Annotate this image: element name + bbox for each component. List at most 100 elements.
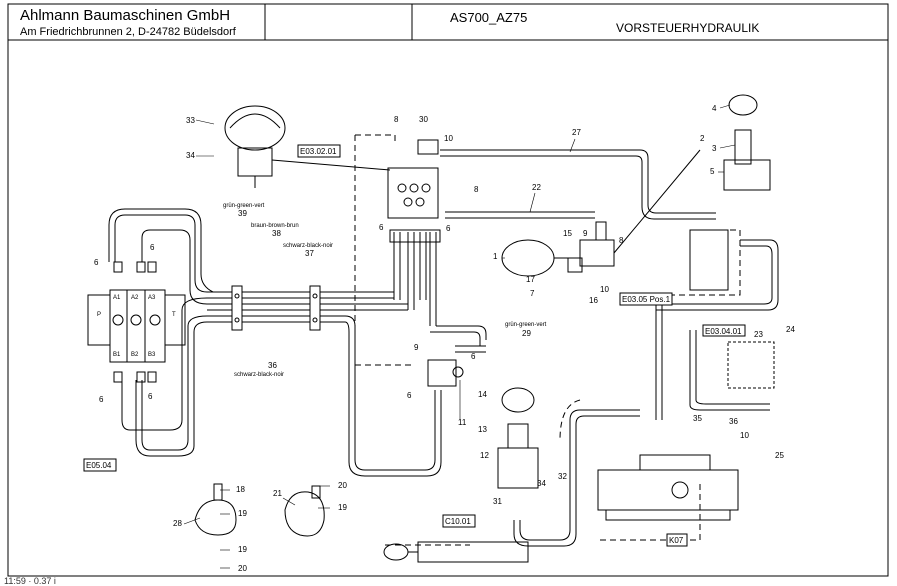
label-schwarz-top: schwarz-black-noir bbox=[283, 243, 333, 249]
callout-29: 29 bbox=[522, 329, 531, 338]
drawing-frame bbox=[7, 3, 889, 577]
callout-numbers: 1 2 3 4 5 6 6 6 6 6 6 6 6 7 8 8 8 9 9 10… bbox=[94, 104, 795, 573]
callout-27: 27 bbox=[572, 128, 581, 137]
callout-10b: 10 bbox=[600, 285, 609, 294]
model-number: AS700_AZ75 bbox=[450, 10, 528, 25]
callout-17: 17 bbox=[526, 275, 535, 284]
port-t: T bbox=[172, 312, 176, 318]
callout-6c: 6 bbox=[99, 395, 104, 404]
callout-35: 35 bbox=[693, 414, 702, 423]
port-a3: A3 bbox=[148, 295, 156, 301]
callout-32: 32 bbox=[558, 472, 567, 481]
callout-8b: 8 bbox=[474, 185, 479, 194]
valve-assembly-2 bbox=[567, 149, 701, 273]
ref-e0302: E03.02.01 bbox=[300, 147, 337, 156]
callout-6a: 6 bbox=[150, 243, 155, 252]
label-schwarz-bottom: schwarz-black-noir bbox=[234, 372, 284, 378]
clamp-part-28 bbox=[194, 483, 237, 536]
callout-36a: 36 bbox=[268, 361, 277, 370]
callout-33: 33 bbox=[186, 116, 195, 125]
callout-19a: 19 bbox=[238, 509, 247, 518]
k07-machine bbox=[597, 454, 739, 521]
clamp-part-21 bbox=[284, 485, 325, 537]
callout-6d: 6 bbox=[148, 392, 153, 401]
leader-lines bbox=[183, 104, 736, 569]
callout-10c: 10 bbox=[740, 431, 749, 440]
callout-6g: 6 bbox=[471, 352, 476, 361]
callout-14: 14 bbox=[478, 390, 487, 399]
valve-block-9 bbox=[427, 359, 464, 387]
e0304-block bbox=[727, 341, 775, 389]
callout-37: 37 bbox=[305, 249, 314, 258]
company-address: Am Friedrichbrunnen 2, D-24782 Büdelsdor… bbox=[20, 26, 236, 38]
callout-12: 12 bbox=[480, 451, 489, 460]
port-p: P bbox=[97, 312, 101, 318]
callout-6f: 6 bbox=[446, 224, 451, 233]
callout-20a: 20 bbox=[238, 564, 247, 573]
callout-20b: 20 bbox=[338, 481, 347, 490]
label-braun: braun-brown-brun bbox=[251, 223, 299, 229]
cylinder-c1001 bbox=[383, 541, 529, 563]
port-b2: B2 bbox=[131, 352, 139, 358]
callout-34a: 34 bbox=[186, 151, 195, 160]
e0305-block bbox=[689, 229, 729, 291]
callout-36b: 36 bbox=[729, 417, 738, 426]
callout-39: 39 bbox=[238, 209, 247, 218]
callout-7: 7 bbox=[530, 289, 535, 298]
reference-boxes: E03.02.01 E03.05 Pos.1 E03.04.01 E05.04 … bbox=[83, 144, 746, 547]
solenoid-valve-bottom bbox=[497, 387, 539, 489]
callout-9a: 9 bbox=[414, 343, 419, 352]
pilot-lines-dashed bbox=[354, 134, 741, 546]
valve-port-labels: A1 A2 A3 B1 B2 B3 P T bbox=[97, 295, 176, 358]
callout-30: 30 bbox=[419, 115, 428, 124]
callout-11: 11 bbox=[458, 418, 467, 427]
callout-23: 23 bbox=[754, 330, 763, 339]
hose-color-labels: grün-green-vert braun-brown-brun schwarz… bbox=[223, 203, 547, 378]
ref-k07: K07 bbox=[669, 536, 684, 545]
callout-3: 3 bbox=[712, 144, 717, 153]
joystick-unit bbox=[224, 105, 391, 188]
callout-25: 25 bbox=[775, 451, 784, 460]
callout-10a: 10 bbox=[444, 134, 453, 143]
callout-6b: 6 bbox=[94, 258, 99, 267]
callout-2: 2 bbox=[700, 134, 705, 143]
callout-21: 21 bbox=[273, 489, 282, 498]
port-a2: A2 bbox=[131, 295, 139, 301]
hose-runs bbox=[108, 149, 779, 547]
callout-34b: 34 bbox=[537, 479, 546, 488]
callout-18: 18 bbox=[236, 485, 245, 494]
port-b1: B1 bbox=[113, 352, 121, 358]
callout-9b: 9 bbox=[583, 229, 588, 238]
callout-8a: 8 bbox=[394, 115, 399, 124]
callout-6h: 6 bbox=[407, 391, 412, 400]
ref-c1001: C10.01 bbox=[445, 517, 471, 526]
callout-19c: 19 bbox=[338, 503, 347, 512]
accumulator bbox=[501, 239, 570, 277]
title-block: Ahlmann Baumaschinen GmbH Am Friedrichbr… bbox=[8, 4, 888, 40]
hose-clamps bbox=[231, 285, 321, 331]
callout-6e: 6 bbox=[379, 223, 384, 232]
callout-38: 38 bbox=[272, 229, 281, 238]
label-gruen-right: grün-green-vert bbox=[505, 322, 547, 328]
callout-22: 22 bbox=[532, 183, 541, 192]
pilot-distributor bbox=[387, 139, 441, 243]
callout-15: 15 bbox=[563, 229, 572, 238]
callout-31: 31 bbox=[493, 497, 502, 506]
ref-e0305: E03.05 Pos.1 bbox=[622, 295, 671, 304]
port-a1: A1 bbox=[113, 295, 121, 301]
status-bar-text: 11:59 · 0.37 i bbox=[4, 576, 56, 586]
callout-19b: 19 bbox=[238, 545, 247, 554]
port-b3: B3 bbox=[148, 352, 156, 358]
callout-28: 28 bbox=[173, 519, 182, 528]
callout-1: 1 bbox=[493, 252, 498, 261]
callout-5: 5 bbox=[710, 167, 715, 176]
section-title: VORSTEUERHYDRAULIK bbox=[616, 21, 760, 35]
callout-8c: 8 bbox=[619, 236, 624, 245]
control-valve-block bbox=[87, 261, 186, 383]
callout-16: 16 bbox=[589, 296, 598, 305]
ref-e0304: E03.04.01 bbox=[705, 327, 742, 336]
callout-13: 13 bbox=[478, 425, 487, 434]
callout-4: 4 bbox=[712, 104, 717, 113]
